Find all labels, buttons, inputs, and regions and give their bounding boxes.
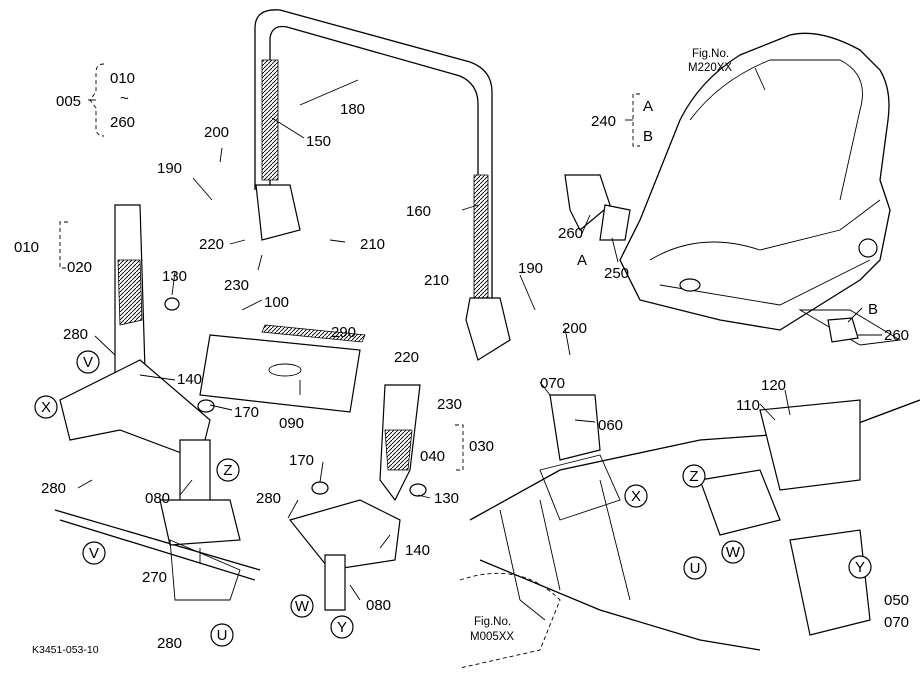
callout-Z: Z	[223, 462, 232, 479]
label-230: 230	[437, 396, 462, 413]
label-260: 260	[110, 114, 135, 131]
label-280: 280	[157, 635, 182, 652]
label-tilde: ~	[120, 90, 129, 107]
left-frame-drawing	[54, 174, 859, 611]
callout-letters: V X Z V U W Y X Z W U Y	[41, 354, 865, 644]
label-B: B	[643, 128, 653, 145]
label-210: 210	[360, 236, 385, 253]
label-280: 280	[63, 326, 88, 343]
label-170: 170	[234, 404, 259, 421]
label-B: B	[868, 301, 878, 318]
label-220: 220	[394, 349, 419, 366]
lower-frame-drawing	[459, 399, 920, 669]
label-190: 190	[157, 160, 182, 177]
label-280: 280	[256, 490, 281, 507]
fig-label-frame: Fig.No.	[474, 616, 511, 628]
label-230: 230	[224, 277, 249, 294]
label-260: 260	[558, 225, 583, 242]
label-060: 060	[598, 417, 623, 434]
label-240: 240	[591, 113, 616, 130]
label-180: 180	[340, 101, 365, 118]
label-030: 030	[469, 438, 494, 455]
callout-Y: Y	[337, 619, 347, 636]
label-190: 190	[518, 260, 543, 277]
fig-number-seat: M220XX	[688, 62, 732, 74]
label-120: 120	[761, 377, 786, 394]
callout-V: V	[89, 545, 99, 562]
label-280: 280	[41, 480, 66, 497]
label-070: 070	[884, 614, 909, 631]
label-130: 130	[434, 490, 459, 507]
callout-circles	[34, 350, 872, 647]
fig-number-frame: M005XX	[470, 631, 514, 643]
callout-X: X	[631, 488, 641, 505]
label-070: 070	[540, 375, 565, 392]
label-260: 260	[884, 327, 909, 344]
callout-U: U	[217, 627, 228, 644]
label-140: 140	[177, 371, 202, 388]
rops-frame-drawing	[254, 9, 511, 361]
label-040: 040	[420, 448, 445, 465]
callout-X: X	[41, 399, 51, 416]
label-020: 020	[67, 259, 92, 276]
figure-references: Fig.No. M220XX Fig.No. M005XX K3451-053-…	[32, 48, 732, 656]
label-200: 200	[204, 124, 229, 141]
label-200: 200	[562, 320, 587, 337]
label-100: 100	[264, 294, 289, 311]
label-250: 250	[604, 265, 629, 282]
callout-W: W	[295, 598, 310, 615]
label-080: 080	[145, 490, 170, 507]
label-170: 170	[289, 452, 314, 469]
label-005: 005	[56, 93, 81, 110]
part-number-labels: 005 010 ~ 260 200 150 180 190 220 210 23…	[14, 70, 909, 652]
label-010: 010	[14, 239, 39, 256]
label-010: 010	[110, 70, 135, 87]
callout-Y: Y	[855, 559, 865, 576]
label-270: 270	[142, 569, 167, 586]
leader-lines	[59, 63, 882, 621]
label-130: 130	[162, 268, 187, 285]
callout-U: U	[690, 560, 701, 577]
callout-W: W	[726, 544, 741, 561]
label-050: 050	[884, 592, 909, 609]
label-210: 210	[424, 272, 449, 289]
label-290: 290	[331, 324, 356, 341]
callout-V: V	[83, 354, 93, 371]
fig-label-seat: Fig.No.	[692, 48, 729, 60]
label-220: 220	[199, 236, 224, 253]
label-A: A	[577, 252, 587, 269]
label-140: 140	[405, 542, 430, 559]
label-080: 080	[366, 597, 391, 614]
drawing-code: K3451-053-10	[32, 644, 99, 656]
callout-Z: Z	[689, 468, 698, 485]
label-110: 110	[736, 397, 760, 414]
label-A: A	[643, 98, 653, 115]
label-150: 150	[306, 133, 331, 150]
label-160: 160	[406, 203, 431, 220]
label-090: 090	[279, 415, 304, 432]
seat-drawing	[619, 32, 902, 346]
